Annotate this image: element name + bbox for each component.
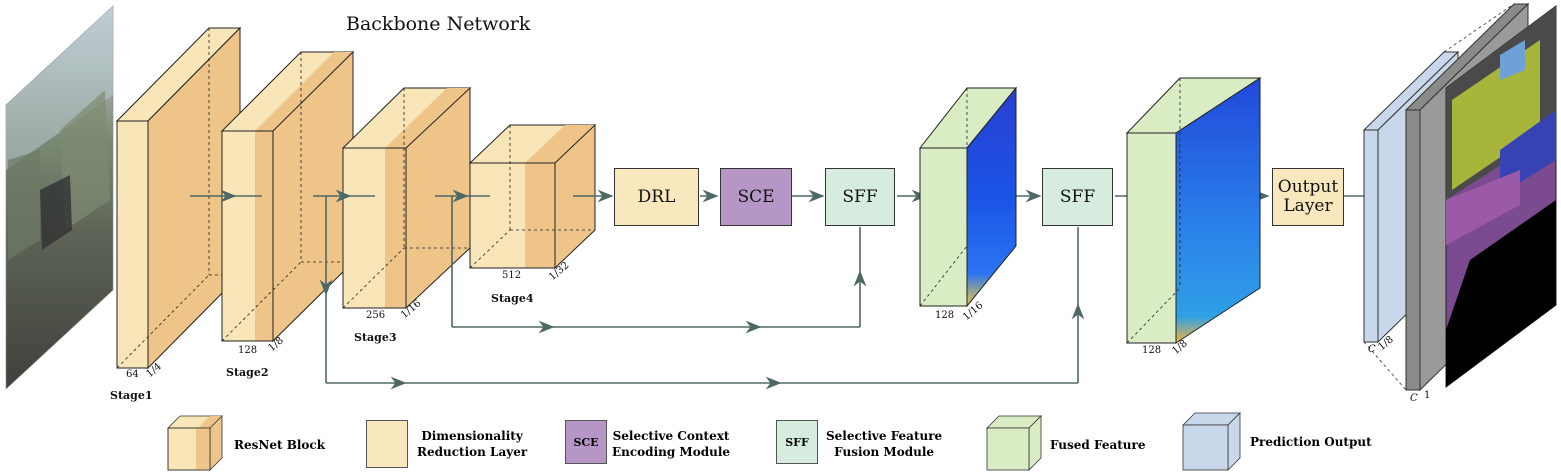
legend-drl-icon (366, 420, 408, 468)
legend-sce-line2: Encoding Module (612, 445, 731, 460)
sff-box-2: SFF (1042, 168, 1113, 226)
stage2-channels: 128 (238, 345, 258, 356)
stage2-label: Stage2 (226, 366, 269, 379)
legend-drl-label: Dimensionality Reduction Layer (417, 428, 527, 460)
sce-box: SCE (720, 168, 792, 226)
legend-sce-line1: Selective Context (612, 429, 730, 443)
diagram-title: Backbone Network (346, 13, 531, 35)
legend-drl-line1: Dimensionality (421, 429, 523, 443)
legend-sff-icon: SFF (776, 420, 818, 464)
legend-fused-label: Fused Feature (1050, 438, 1146, 452)
stage1-label: Stage1 (110, 389, 153, 402)
segmentation-output (1445, 5, 1557, 388)
stage3-block (341, 86, 472, 310)
fused2-channels: 128 (1142, 345, 1162, 356)
stage3-label: Stage3 (354, 331, 397, 344)
input-image (5, 5, 114, 390)
sff-box-1: SFF (825, 168, 895, 226)
drl-box: DRL (614, 168, 699, 226)
stage4-label: Stage4 (491, 292, 534, 305)
output-layer-box: Output Layer (1272, 168, 1344, 226)
legend-sce-icon: SCE (565, 420, 607, 464)
pred-c-label-1: C (1368, 344, 1376, 355)
legend-resnet-label: ResNet Block (234, 438, 326, 452)
legend-drl-line2: Reduction Layer (417, 445, 528, 460)
pred-c-label-2: C (1410, 393, 1418, 404)
legend-sff-line1: Selective Feature (826, 429, 943, 443)
output-layer-line1: Output (1277, 177, 1339, 198)
legend-sff-line2: Fusion Module (834, 445, 935, 460)
legend-sff-label: Selective Feature Fusion Module (826, 428, 942, 460)
fused-feature-1 (918, 86, 1018, 308)
legend-sce-label: Selective Context Encoding Module (612, 428, 730, 460)
stage1-block (115, 26, 242, 370)
fused1-channels: 128 (935, 310, 955, 321)
stage4-block (468, 123, 597, 270)
stage3-channels: 256 (366, 310, 386, 321)
output-layer-line2: Layer (1283, 196, 1333, 216)
stage4-channels: 512 (502, 270, 522, 281)
stage1-channels: 64 (126, 369, 139, 380)
legend-prediction-label: Prediction Output (1250, 435, 1372, 449)
pred-scale-2: 1 (1424, 390, 1431, 401)
fused-feature-2 (1125, 77, 1262, 344)
